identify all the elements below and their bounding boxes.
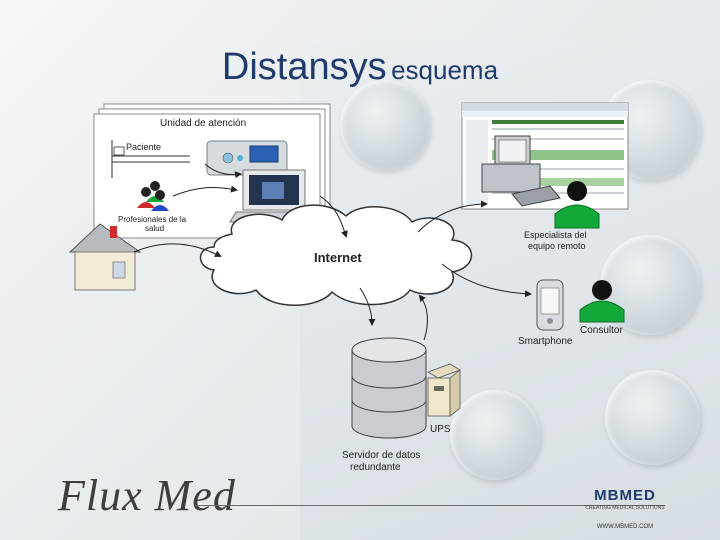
arrow-laptop-to-cloud <box>319 195 348 238</box>
internet-cloud <box>199 204 473 306</box>
database-server-icon <box>351 337 427 439</box>
mbmed-logo: MBMED CREATING MEDICAL SOLUTIONS WWW.MBM… <box>575 487 675 530</box>
professionals-label-line2: salud <box>145 224 164 233</box>
arrow-monitor-to-laptop <box>204 163 242 179</box>
consultant-person-icon <box>579 280 625 323</box>
specialist-label-line2: equipo remoto <box>528 241 586 251</box>
connection-arrows <box>133 163 532 341</box>
mbmed-tagline: CREATING MEDICAL SOLUTIONS <box>585 505 665 511</box>
desktop-computer-icon <box>481 135 561 207</box>
mbmed-brand: MBMED <box>594 487 656 504</box>
arrow-server-to-cloud <box>418 294 428 341</box>
server-label-line2: redundante <box>350 462 401 473</box>
remote-specialist-person-icon <box>554 181 600 229</box>
house-icon <box>68 223 142 291</box>
title-sub: esquema <box>391 55 499 85</box>
mbmed-url: WWW.MBMED.COM <box>596 524 654 530</box>
arrow-house-to-cloud <box>133 243 222 257</box>
arrow-professionals-to-laptop <box>172 185 238 197</box>
server-label-line1: Servidor de datos <box>342 450 420 461</box>
smartphone-icon <box>536 279 564 331</box>
arrow-cloud-to-specialist <box>417 200 488 233</box>
down-arrow-button-decoration <box>605 370 700 465</box>
ups-label: UPS <box>430 424 451 435</box>
footer-divider <box>195 505 665 506</box>
slide-title: Distansys esquema <box>0 46 720 89</box>
ups-icon <box>427 363 461 417</box>
title-main: Distansys <box>221 46 387 88</box>
left-arrow-button-decoration <box>450 390 540 480</box>
patient-label: Paciente <box>126 142 161 152</box>
smartphone-label: Smartphone <box>518 336 573 347</box>
medical-monitor-icon <box>206 140 288 176</box>
flux-med-logo: Flux Med <box>58 471 236 520</box>
arrow-cloud-to-smartphone <box>441 263 532 298</box>
professionals-label-line1: Profesionales de la <box>118 215 187 224</box>
care-unit-label: Unidad de atención <box>160 118 246 129</box>
patient-bed-icon <box>111 140 190 178</box>
specialist-label-line1: Especialista del <box>524 230 587 240</box>
internet-label: Internet <box>314 250 362 265</box>
consultant-label: Consultor <box>580 325 623 336</box>
arrow-cloud-to-server <box>359 287 376 326</box>
health-professionals-icon <box>137 181 169 211</box>
power-button-decoration <box>340 80 430 170</box>
